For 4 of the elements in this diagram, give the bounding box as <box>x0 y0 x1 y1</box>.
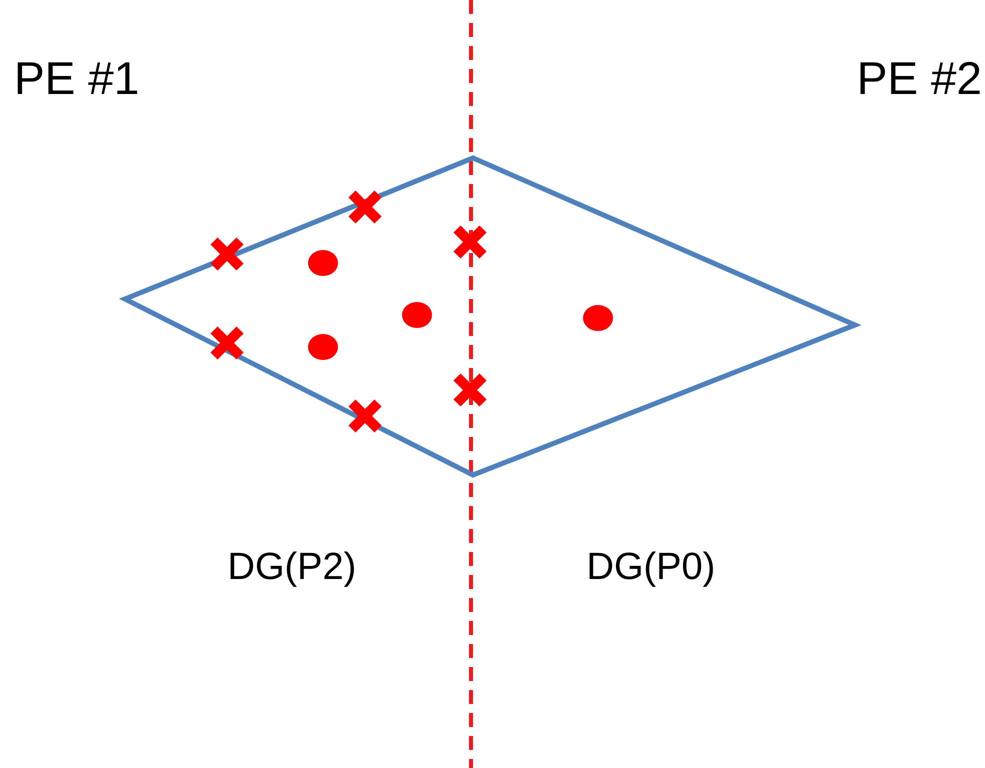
graph-label: DG(P2) <box>228 548 356 586</box>
graph-label: DG(P0) <box>586 548 716 586</box>
region-label: PE #1 <box>14 55 140 101</box>
region-label: PE #2 <box>856 55 982 101</box>
